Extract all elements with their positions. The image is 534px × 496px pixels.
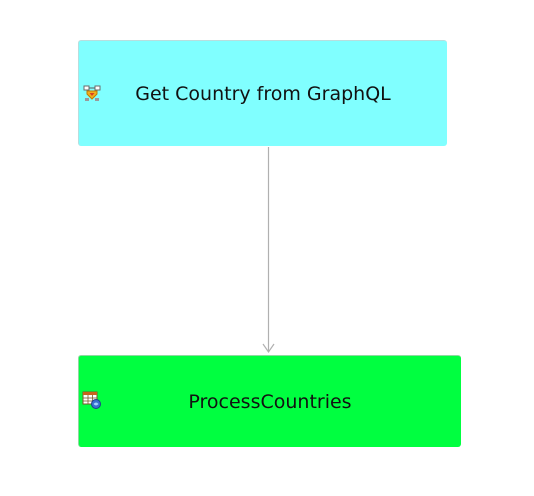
node-label: ProcessCountries bbox=[188, 390, 352, 413]
node-label: Get Country from GraphQL bbox=[135, 82, 391, 105]
table-process-icon bbox=[82, 390, 102, 410]
node-get-country-from-graphql[interactable]: Get Country from GraphQL bbox=[78, 40, 447, 146]
graphql-query-icon bbox=[82, 83, 102, 103]
edge-arrowhead bbox=[262, 343, 275, 354]
node-processcountries[interactable]: ProcessCountries bbox=[78, 355, 461, 447]
